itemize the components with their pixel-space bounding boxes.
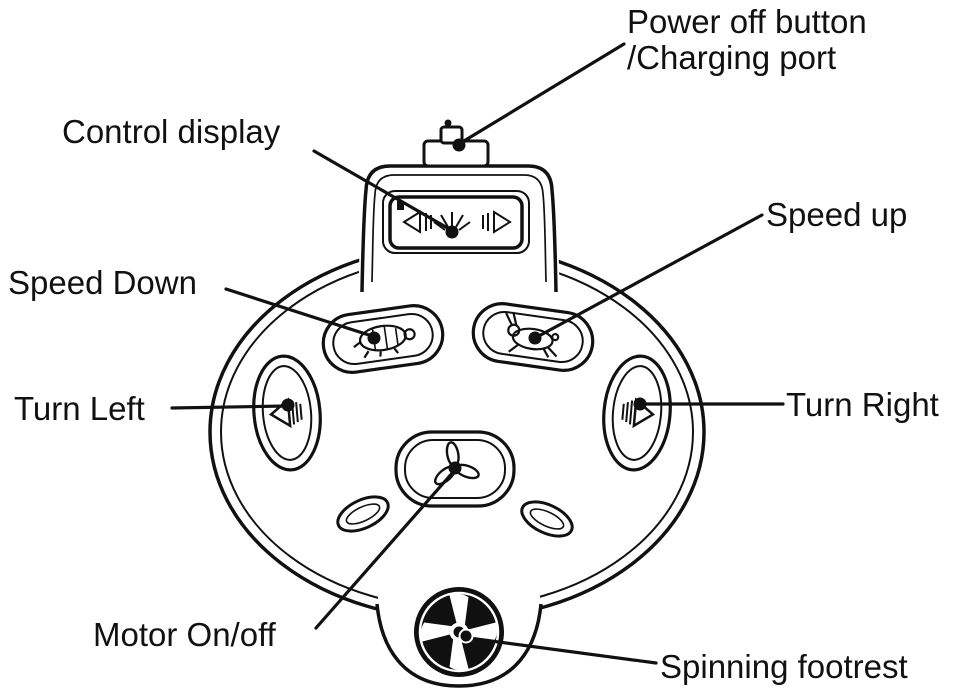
speed-down-button [321,304,445,374]
leader-line-motor [314,469,456,630]
turn-left-button [252,354,322,472]
display-right-arrows-icon [482,210,512,234]
power-knob-tip [444,119,452,127]
leader-line-turn-left [170,404,288,410]
leader-dot-turn-right [633,397,647,411]
device-outline [208,119,706,688]
leader-dot-footrest [458,628,474,644]
neck-inner-line [371,174,547,283]
leader-dot-power-off [452,138,466,152]
left-pad [336,495,390,533]
leader-line-footrest [467,636,658,665]
spinning-fan-icon [414,587,504,677]
leader-dot-motor [448,461,462,475]
label-speed-up: Speed up [766,196,907,233]
label-speed-down: Speed Down [8,264,197,301]
leader-lines [170,42,785,665]
leader-dot-turn-left [281,398,295,412]
right-pad [520,500,574,538]
turtle-icon [353,324,416,359]
display-brightness-rays-icon [433,212,471,231]
label-power-off-line2: /Charging port [627,39,836,76]
leader-line-speed-up [535,213,764,339]
label-turn-right: Turn Right [786,386,939,423]
labels: Power off button /Charging port Control … [8,3,939,685]
display-bezel [382,190,530,254]
label-spinning-footrest: Spinning footrest [660,648,908,685]
leader-dot-speed-down [367,331,381,345]
leader-dot-control-display [445,225,459,239]
display-brightness-icon [382,190,530,254]
rabbit-icon [505,311,560,358]
label-turn-left: Turn Left [14,390,145,427]
display-screen [388,195,524,250]
display-indicator [397,201,404,210]
label-power-off-line1: Power off button [627,3,867,40]
leader-dot-speed-up [528,331,542,345]
label-motor: Motor On/off [93,616,277,653]
leader-line-power-off [457,42,626,146]
leader-line-control-display [312,149,453,232]
leader-line-speed-down [224,287,374,338]
label-control-display: Control display [62,113,281,150]
